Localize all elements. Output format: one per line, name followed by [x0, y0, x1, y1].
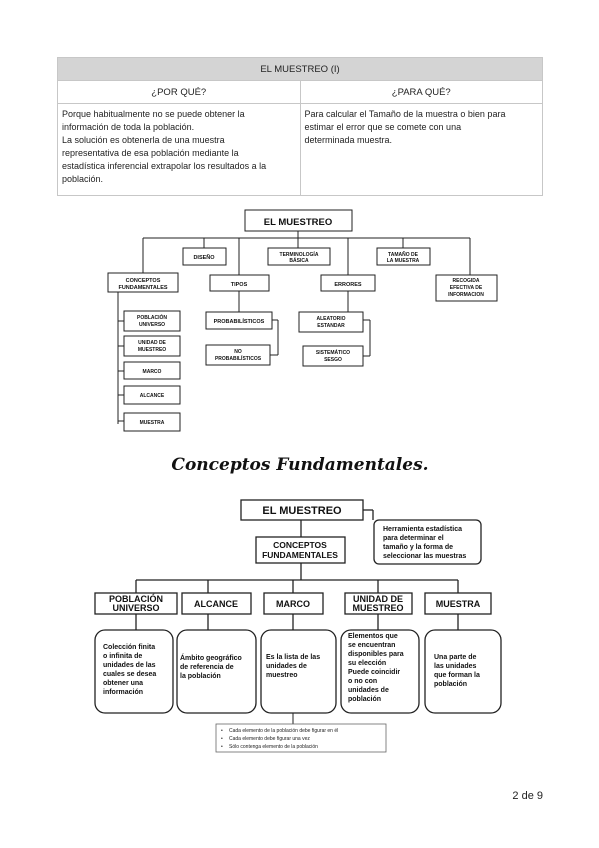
por-que-line: La solución es obtenerla de una muestra — [62, 135, 225, 145]
para-que-line: determinada muestra. — [304, 135, 393, 145]
conceptos-diagram: EL MUESTREO Herramienta estadística para… — [94, 499, 502, 753]
muestreo-overview-diagram: EL MUESTREO CONCEPTOS FUNDAMENTALES DISE… — [107, 209, 498, 432]
d1-tipos-label: TIPOS — [231, 282, 248, 288]
d1-tamano-label-1: TAMAÑO DE — [388, 251, 419, 258]
por-que-cell: Porque habitualmente no se puede obtener… — [57, 103, 301, 196]
d1-recogida-label-1: RECOGIDA — [453, 278, 480, 284]
por-que-line: estadística inferencial extrapolar los r… — [62, 161, 267, 171]
d1-unidad-label-2: MUESTREO — [138, 347, 166, 353]
d2-conceptos-label-1: CONCEPTOS — [273, 540, 327, 550]
d1-sistematico-label-1: SISTEMÁTICO — [316, 349, 350, 356]
d2-bullet-item: Sólo contenga elemento de la población — [229, 744, 318, 750]
d2-desc-poblacion: obtener una — [103, 680, 143, 687]
d1-recogida-label-2: EFECTIVA DE — [450, 285, 483, 291]
d1-unidad-label-1: UNIDAD DE — [138, 340, 166, 346]
d2-cat-muestra: MUESTRA — [436, 599, 481, 609]
d1-marco-label: MARCO — [143, 369, 162, 375]
d2-cat-unidad-1: UNIDAD DE — [353, 594, 403, 604]
para-que-line: Para calcular el Tamaño de la muestra o … — [304, 109, 506, 119]
por-que-line: información de toda la población. — [62, 122, 195, 132]
d1-sistematico-label-2: SESGO — [324, 357, 342, 363]
d1-probabilisticos-label: PROBABILÍSTICOS — [214, 317, 265, 325]
col-header-por-que: ¿POR QUÉ? — [57, 80, 301, 104]
d1-poblacion-label-2: UNIVERSO — [139, 322, 165, 328]
d2-note-line: seleccionar las muestras — [383, 553, 466, 560]
d2-desc-marco: muestreo — [266, 672, 298, 679]
d2-note: Herramienta estadística para determinar … — [383, 526, 466, 560]
d1-tamano-label-2: LA MUESTRA — [387, 258, 420, 264]
d2-desc-alcance: la población — [180, 673, 221, 680]
d1-aleatorio-label-1: ALEATORIO — [317, 316, 346, 322]
d1-conceptos-label-1: CONCEPTOS — [126, 278, 161, 284]
d1-diseno-label: DISEÑO — [193, 254, 215, 261]
d2-desc-alcance: Ámbito geográfico — [180, 653, 242, 662]
muestreo-table: EL MUESTREO (I) ¿POR QUÉ? ¿PARA QUÉ? Por… — [57, 57, 543, 196]
d2-desc-muestra: Una parte de — [434, 654, 477, 661]
d2-desc-unidad: se encuentran — [348, 642, 395, 649]
d1-root-label: EL MUESTREO — [264, 217, 332, 228]
col-header-para-que: ¿PARA QUÉ? — [299, 80, 543, 104]
page-number: 2 de 9 — [512, 790, 543, 802]
d1-conceptos-label-2: FUNDAMENTALES — [118, 285, 167, 291]
para-que-cell: Para calcular el Tamaño de la muestra o … — [299, 103, 543, 196]
d2-cat-alcance: ALCANCE — [194, 599, 238, 609]
d1-errores-label: ERRORES — [334, 282, 362, 288]
d2-desc-alcance: de referencia de — [180, 664, 234, 671]
d2-desc-unidad: disponibles para — [348, 651, 404, 658]
d2-desc-poblacion: o infinita de — [103, 653, 142, 660]
d2-desc-unidad: Elementos que — [348, 633, 398, 640]
d2-desc-unidad: o no con — [348, 678, 377, 685]
d1-poblacion-label-1: POBLACIÓN — [137, 313, 167, 321]
d2-bullet-dot: • — [221, 744, 223, 750]
d1-alcance-label: ALCANCE — [140, 393, 165, 399]
d2-desc-unidad: población — [348, 696, 381, 703]
d1-recogida-label-3: INFORMACION — [448, 292, 484, 298]
d2-desc-muestra: las unidades — [434, 663, 477, 670]
d1-terminologia-label-2: BÁSICA — [289, 257, 309, 264]
d2-note-line: tamaño y la forma de — [383, 544, 453, 551]
d2-conceptos-label-2: FUNDAMENTALES — [262, 550, 338, 560]
d2-desc-muestra: que forman la — [434, 672, 480, 679]
d1-aleatorio-label-2: ESTANDAR — [317, 323, 345, 329]
d2-desc-poblacion: cuales se desea — [103, 671, 156, 678]
d2-note-line: Herramienta estadística — [383, 526, 462, 533]
por-que-line: población. — [62, 174, 104, 184]
para-que-line: estimar el error que se comete con una — [304, 122, 462, 132]
d2-note-line: para determinar el — [383, 535, 444, 542]
d2-desc-muestra: población — [434, 681, 467, 688]
d2-cat-unidad-2: MUESTREO — [352, 603, 403, 613]
d2-cat-poblacion-1: POBLACIÓN — [109, 593, 163, 604]
section-heading: Conceptos Fundamentales. — [171, 455, 428, 475]
d1-terminologia-label-1: TERMINOLOGÍA — [280, 250, 319, 258]
d2-cat-poblacion-2: UNIVERSO — [112, 603, 159, 613]
d2-cat-marco: MARCO — [276, 599, 310, 609]
d2-bullet-item: Cada elemento debe figurar una vez — [229, 736, 310, 742]
d2-desc-unidad: Puede coincidir — [348, 669, 400, 676]
d2-desc-marco: unidades de — [266, 663, 307, 670]
d2-desc-poblacion: Colección finita — [103, 644, 155, 651]
d2-bullet-dot: • — [221, 736, 223, 742]
d2-bullet-dot: • — [221, 728, 223, 734]
d2-root-label: EL MUESTREO — [262, 505, 342, 517]
d2-desc-marco: Es la lista de las — [266, 654, 320, 661]
d1-muestra-label: MUESTRA — [140, 420, 165, 426]
table-title: EL MUESTREO (I) — [57, 57, 543, 81]
d2-bullet-item: Cada elemento de la población debe figur… — [229, 728, 338, 734]
d1-no-prob-label-1: NO — [234, 349, 242, 355]
d2-desc-unidad: su elección — [348, 660, 386, 667]
d2-bullets: • Cada elemento de la población debe fig… — [221, 728, 338, 750]
d2-desc-poblacion: unidades de las — [103, 662, 156, 669]
d2-desc-poblacion: información — [103, 689, 143, 696]
d1-no-prob-label-2: PROBABILÍSTICOS — [215, 354, 262, 362]
d2-desc-unidad: unidades de — [348, 687, 389, 694]
por-que-line: representativa de esa población mediante… — [62, 148, 239, 158]
por-que-line: Porque habitualmente no se puede obtener… — [62, 109, 245, 119]
